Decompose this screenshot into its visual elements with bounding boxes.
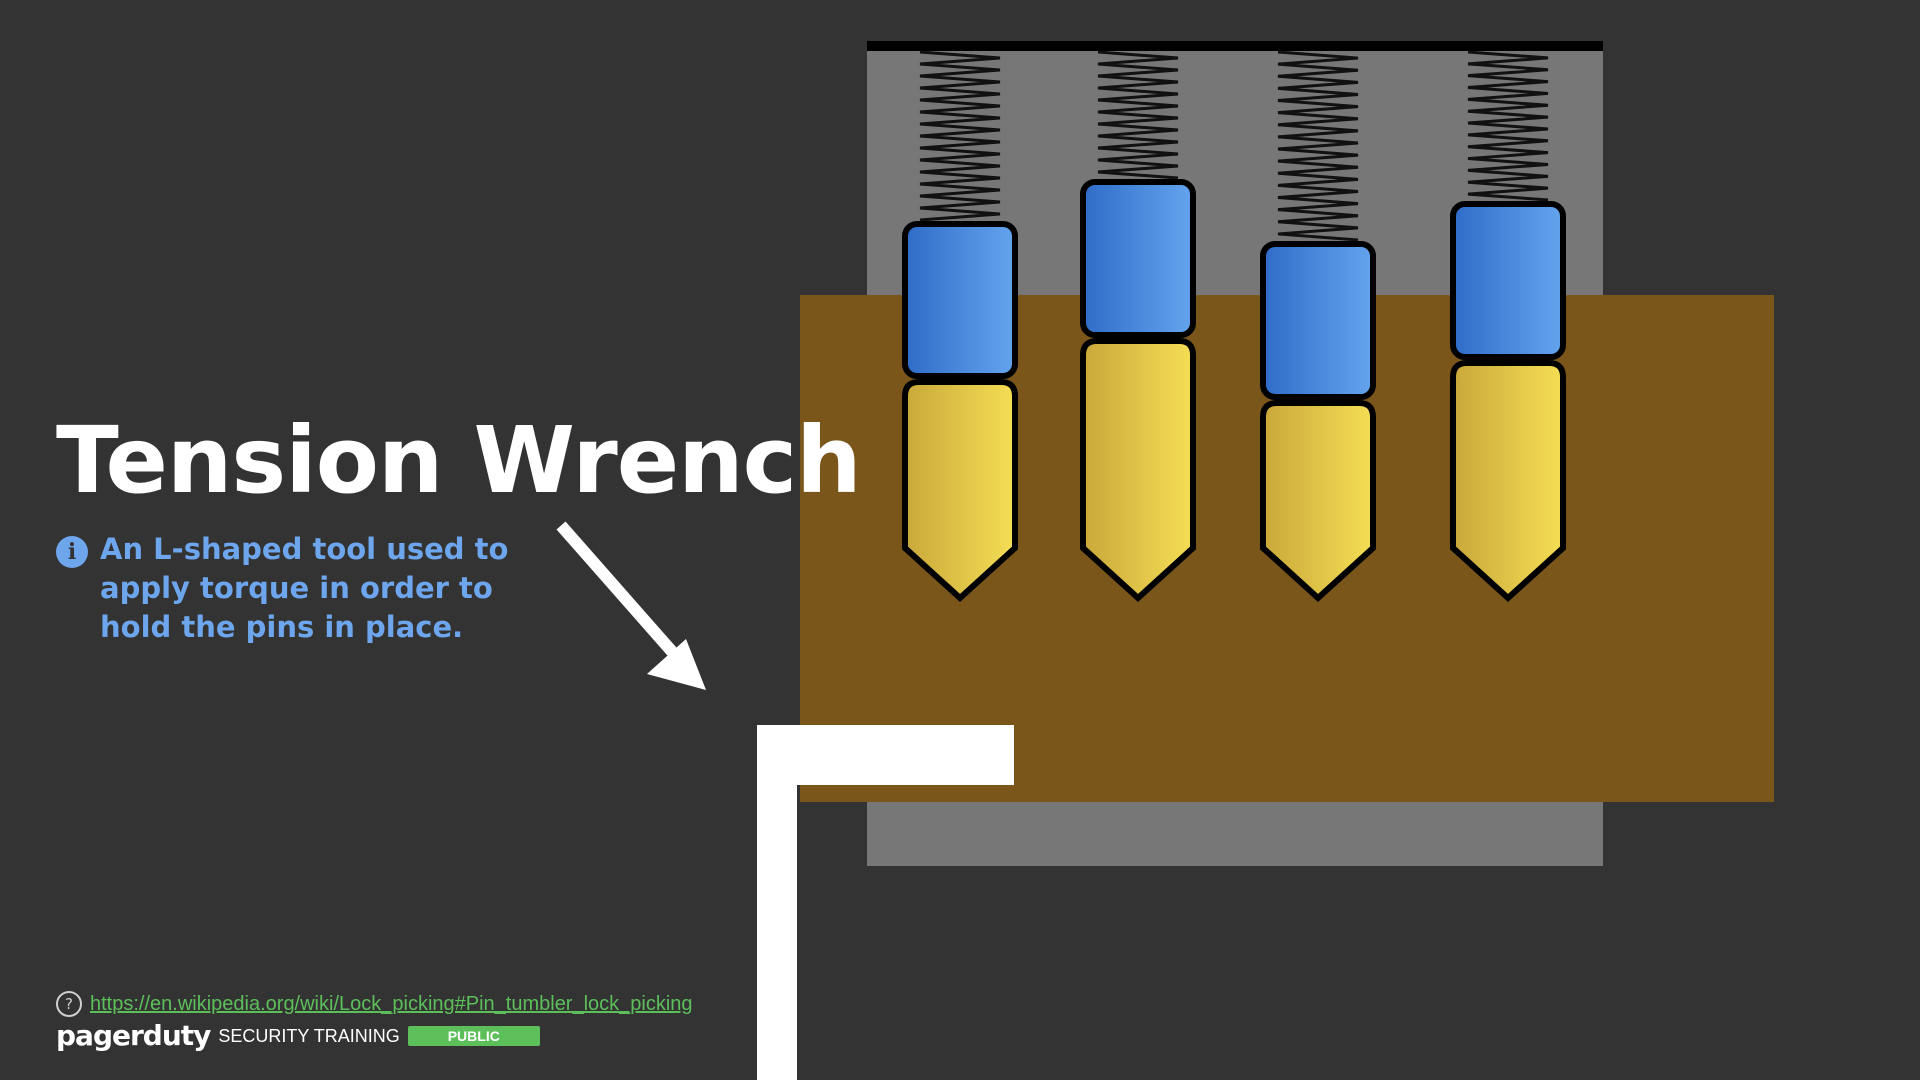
spring-3 <box>1277 50 1359 242</box>
footer: pagerduty SECURITY TRAINING PUBLIC <box>56 1020 540 1052</box>
pointer-arrow <box>556 521 706 690</box>
spring-4 <box>1467 50 1549 202</box>
question-circle-icon: ? <box>56 991 82 1017</box>
key-pin-2 <box>1080 338 1196 603</box>
spring-1 <box>919 50 1001 222</box>
pin-stacks <box>902 50 1566 603</box>
footer-label: SECURITY TRAINING <box>218 1025 400 1046</box>
housing-top-edge <box>867 41 1603 51</box>
brand-logo: pagerduty <box>56 1019 211 1052</box>
source-link[interactable]: https://en.wikipedia.org/wiki/Lock_picki… <box>90 992 693 1015</box>
tension-wrench <box>757 725 1014 1080</box>
slide-description: An L-shaped tool used to apply torque in… <box>100 532 509 644</box>
slide-title: Tension Wrench <box>56 407 862 514</box>
tension-wrench-handle <box>757 725 797 1080</box>
key-pin-4 <box>1450 360 1566 603</box>
classification-badge: PUBLIC <box>407 1026 540 1046</box>
key-pin-1 <box>902 379 1018 603</box>
info-icon: i <box>56 536 88 568</box>
key-pin-3 <box>1260 400 1376 603</box>
spring-2 <box>1097 50 1179 180</box>
driver-pin-2 <box>1080 179 1196 338</box>
driver-pin-4 <box>1450 201 1566 360</box>
tension-wrench-arm <box>757 725 1014 785</box>
driver-pin-1 <box>902 221 1018 379</box>
driver-pin-3 <box>1260 241 1376 400</box>
source-reference: ? https://en.wikipedia.org/wiki/Lock_pic… <box>56 990 693 1018</box>
